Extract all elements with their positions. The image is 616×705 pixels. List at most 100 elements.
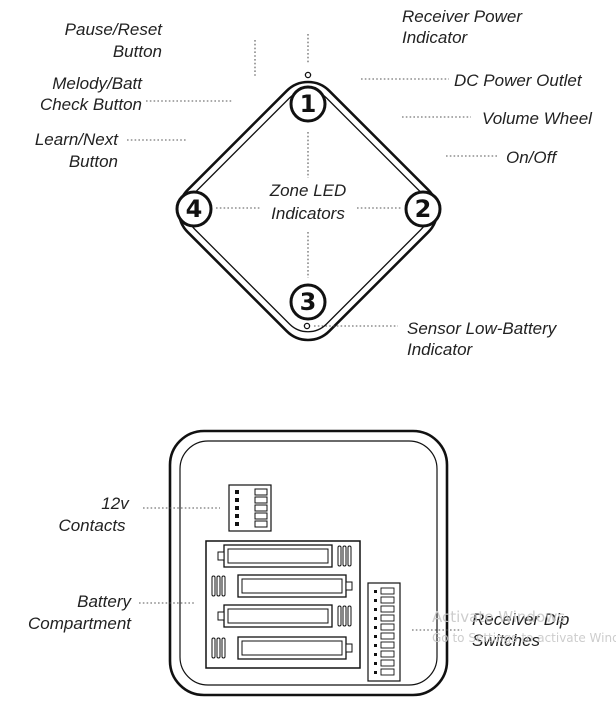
dip-switch-dot (374, 671, 377, 674)
dip-switch-dot (374, 653, 377, 656)
dip-switch (380, 641, 395, 649)
battery-spring (211, 637, 216, 659)
receiver-power-indicator (304, 71, 312, 79)
battery-spring (337, 605, 342, 627)
watermark-line-2: Go to Settings to activate Windows. (432, 631, 616, 645)
battery-spring (221, 575, 226, 597)
dip-switch-dot (374, 599, 377, 602)
battery-cell-inner (241, 578, 343, 594)
battery-terminal (217, 611, 225, 621)
battery-compartment (205, 540, 361, 669)
dip-switch (380, 587, 395, 595)
dip-switches-label-1: Receiver Dip (472, 610, 569, 629)
dip-switches-label-2: Switches (472, 631, 541, 650)
pause-reset-label-2: Button (113, 42, 162, 61)
receiver-power-label-1: Receiver Power (402, 7, 523, 26)
contact-pin (254, 520, 268, 528)
battery-spring (221, 637, 226, 659)
contact-pin-dot (235, 506, 239, 510)
dip-switch (380, 614, 395, 622)
dip-switch-dot (374, 644, 377, 647)
receiver-power-label-2: Indicator (402, 28, 469, 47)
front-leader-lines (127, 34, 498, 327)
learn-next-label-2: Button (69, 152, 118, 171)
battery-cell (223, 544, 333, 568)
pause-reset-label-1: Pause/Reset (65, 20, 164, 39)
learn-next-label-1: Learn/Next (35, 130, 119, 149)
contacts-12v (228, 484, 272, 532)
back-body-inner (179, 440, 438, 686)
back-view: 12v Contacts Battery Compartment Receive… (28, 429, 569, 697)
dip-switch (380, 668, 395, 676)
contacts-12v-label-1: 12v (101, 494, 130, 513)
front-body-outer (177, 80, 439, 342)
battery-terminal (217, 551, 225, 561)
battery-label-2: Compartment (28, 614, 132, 633)
dc-power-label: DC Power Outlet (454, 71, 583, 90)
dip-switch-dot (374, 635, 377, 638)
battery-spring (216, 637, 221, 659)
zone-3-button[interactable]: 3 (289, 283, 327, 321)
battery-spring (216, 575, 221, 597)
dip-switch (380, 596, 395, 604)
back-leader-lines (139, 507, 462, 631)
zone-2-button[interactable]: 2 (404, 190, 442, 228)
dip-switch (380, 650, 395, 658)
battery-terminal (345, 643, 353, 653)
contacts-12v-label-2: Contacts (58, 516, 126, 535)
sensor-low-battery-label-1: Sensor Low-Battery (407, 319, 558, 338)
battery-cell-inner (241, 640, 343, 656)
dip-switch (380, 605, 395, 613)
dip-switch-dot (374, 617, 377, 620)
battery-spring (342, 545, 347, 567)
contact-pin (254, 504, 268, 512)
contact-pin-dot (235, 490, 239, 494)
battery-terminal (345, 581, 353, 591)
battery-cell (237, 636, 347, 660)
contact-pin (254, 512, 268, 520)
zone-4-button[interactable]: 4 (175, 190, 213, 228)
front-body-inner (186, 89, 430, 333)
zone-1-button[interactable]: 1 (289, 85, 327, 123)
battery-spring (347, 605, 352, 627)
contact-pin-dot (235, 498, 239, 502)
dip-switch-dot (374, 626, 377, 629)
sensor-low-battery-label-2: Indicator (407, 340, 474, 359)
zone-2-label: 2 (415, 195, 432, 223)
dip-switch-dot (374, 662, 377, 665)
battery-cell (223, 604, 333, 628)
back-body-outer (168, 429, 449, 697)
battery-cell-inner (227, 548, 329, 564)
dip-switch (380, 659, 395, 667)
on-off-label: On/Off (506, 148, 558, 167)
watermark-line-1: Activate Windows (432, 608, 565, 626)
melody-batt-label-2: Check Button (40, 95, 142, 114)
dip-switch (380, 623, 395, 631)
battery-label-1: Battery (77, 592, 132, 611)
battery-spring (337, 545, 342, 567)
zone-led-label-2: Indicators (271, 204, 345, 223)
dip-switch-dot (374, 608, 377, 611)
contact-pin (254, 488, 268, 496)
melody-batt-label-1: Melody/Batt (52, 74, 143, 93)
zone-3-label: 3 (300, 288, 317, 316)
battery-spring (211, 575, 216, 597)
contact-pin-dot (235, 522, 239, 526)
battery-spring (347, 545, 352, 567)
zone-led-label-1: Zone LED (269, 181, 347, 200)
contact-pin (254, 496, 268, 504)
battery-cell-inner (227, 608, 329, 624)
sensor-low-battery-indicator (303, 322, 311, 330)
battery-spring (342, 605, 347, 627)
receiver-dip-switches[interactable] (367, 582, 401, 682)
zone-4-label: 4 (186, 195, 203, 223)
contact-pin-dot (235, 514, 239, 518)
dip-switch (380, 632, 395, 640)
activation-watermark: Activate Windows Go to Settings to activ… (432, 608, 616, 645)
dip-switch-dot (374, 590, 377, 593)
volume-wheel-label: Volume Wheel (482, 109, 593, 128)
front-view: 1 2 3 4 (35, 7, 593, 359)
battery-cell (237, 574, 347, 598)
zone-1-label: 1 (300, 90, 317, 118)
